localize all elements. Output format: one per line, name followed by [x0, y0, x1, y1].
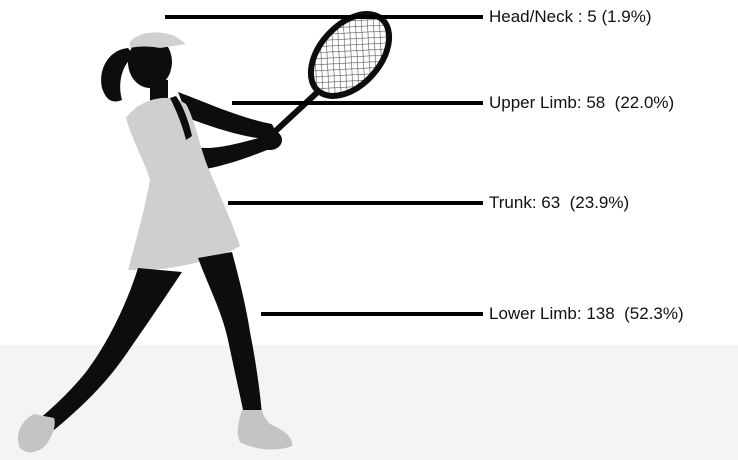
label-trunk: Trunk: 63 (23.9%) — [489, 193, 629, 213]
leader-lower-limb — [261, 312, 483, 316]
label-upper-limb: Upper Limb: 58 (22.0%) — [489, 93, 674, 113]
hands — [258, 130, 282, 150]
label-head-neck: Head/Neck : 5 (1.9%) — [489, 7, 652, 27]
visor — [130, 32, 186, 48]
leader-trunk — [228, 201, 483, 205]
leader-head-neck — [165, 15, 483, 19]
label-lower-limb: Lower Limb: 138 (52.3%) — [489, 304, 684, 324]
racket — [268, 0, 404, 138]
leader-upper-limb — [232, 101, 483, 105]
